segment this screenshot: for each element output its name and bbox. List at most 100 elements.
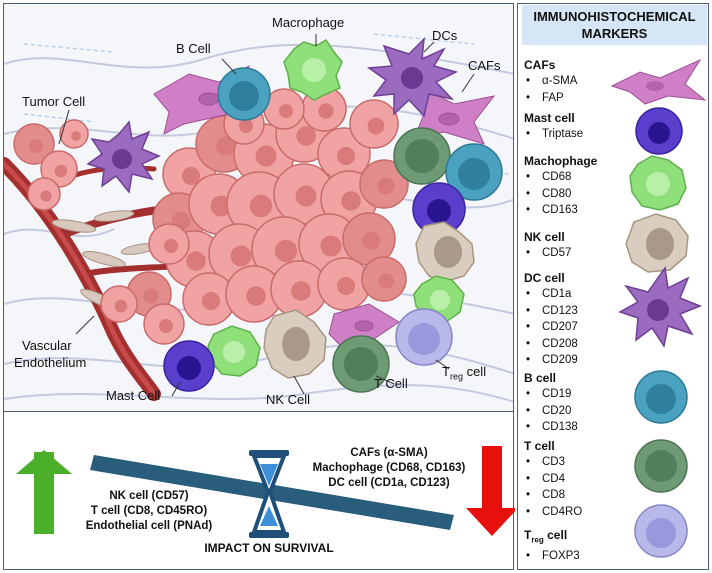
- markers-title: IMMUNOHISTOCHEMICAL MARKERS: [522, 5, 707, 45]
- marker-item: CD1a: [524, 286, 578, 303]
- leader-lines: [58, 34, 475, 397]
- markers-title-line2: MARKERS: [581, 26, 648, 41]
- label-treg-sub: reg: [449, 371, 463, 382]
- label-tumor-cell: Tumor Cell: [22, 94, 86, 109]
- marker-group-name: Treg cell: [524, 527, 580, 548]
- tumor-cell-nucleus: [246, 286, 266, 306]
- marker-item: CD68: [524, 169, 597, 186]
- marker-item: CD8: [524, 487, 582, 504]
- tumor-cell-nucleus: [114, 299, 128, 313]
- marker-group-name: Machophage: [524, 154, 598, 168]
- treg-suffix: cell: [543, 528, 568, 542]
- negative-factor-cafs: CAFs (α-SMA): [350, 447, 428, 459]
- tumor-mass: [13, 86, 409, 345]
- tumor-cell-nucleus: [296, 126, 316, 146]
- tumor-cell-nucleus: [216, 136, 236, 156]
- label-t-cell: T Cell: [374, 376, 408, 391]
- treg-cell: [395, 308, 453, 366]
- label-mast-cell: Mast Cell: [106, 388, 161, 403]
- negative-factor-macrophage: Machophage (CD68, CD163): [312, 462, 466, 474]
- t-cell-bottom: [332, 335, 390, 393]
- marker-group-name: B cell: [524, 371, 557, 385]
- positive-factor-nk: NK cell (CD57): [109, 490, 189, 502]
- marker-group-nk: NK cell CD57: [524, 229, 571, 262]
- b-cell-right: [445, 143, 503, 201]
- marker-item: CD19: [524, 386, 578, 403]
- dendritic-cell: [366, 36, 459, 118]
- tumor-cell-nucleus: [336, 146, 356, 166]
- b-cell: [217, 67, 271, 121]
- tumor-cell-nucleus: [230, 245, 252, 267]
- tumor-cell-nucleus: [29, 139, 43, 153]
- positive-factor-t: T cell (CD8, CD45RO): [90, 505, 208, 517]
- label-b-cell: B Cell: [176, 41, 211, 56]
- tumor-cell-nucleus: [201, 291, 221, 311]
- tumor-cell-nucleus: [361, 231, 381, 251]
- positive-factor-endothelial: Endothelial cell (PNAd): [85, 520, 213, 532]
- treg-sub: reg: [531, 535, 544, 545]
- marker-item: α-SMA: [524, 73, 577, 90]
- tumor-cell-nucleus: [295, 185, 317, 207]
- macrophage-cell: [283, 38, 343, 101]
- tumor-cell-nucleus: [186, 251, 206, 271]
- label-macrophage: Macrophage: [272, 15, 345, 30]
- label-treg-t: T: [442, 364, 450, 379]
- marker-group-name: DC cell: [524, 271, 565, 285]
- marker-item: CD138: [524, 419, 578, 436]
- label-cafs: CAFs: [468, 58, 501, 73]
- dendritic-cell-left: [86, 120, 161, 194]
- tumor-cell-nucleus: [378, 273, 394, 289]
- marker-item: CD20: [524, 403, 578, 420]
- positive-factors: NK cell (CD57) T cell (CD8, CD45RO) Endo…: [64, 489, 234, 534]
- tumor-cell-nucleus: [336, 276, 356, 296]
- marker-item: CD4RO: [524, 504, 582, 521]
- marker-group-treg: Treg cell FOXP3: [524, 527, 580, 565]
- down-arrow-icon: [466, 446, 515, 536]
- marker-item: CD209: [524, 352, 578, 369]
- t-cell-top: [393, 127, 451, 185]
- marker-item: CD123: [524, 303, 578, 320]
- tumor-cell-nucleus: [274, 239, 298, 263]
- marker-item: CD3: [524, 454, 582, 471]
- marker-group-name: T cell: [524, 439, 555, 453]
- marker-group-mast: Mast cell Triptase: [524, 110, 583, 143]
- marker-group-name: CAFs: [524, 58, 556, 72]
- marker-item: Triptase: [524, 126, 583, 143]
- marker-item: CD207: [524, 319, 578, 336]
- label-dcs: DCs: [432, 28, 458, 43]
- tumor-cell-nucleus: [159, 319, 173, 333]
- tumor-cell-nucleus: [255, 145, 277, 167]
- tumor-cell-nucleus: [291, 281, 311, 301]
- macrophage-bottom: [207, 325, 261, 377]
- up-arrow-icon: [16, 450, 72, 534]
- tumor-cell-nucleus: [181, 166, 201, 186]
- hourglass-icon: [249, 450, 289, 538]
- marker-item: CD163: [524, 202, 597, 219]
- markers-title-line1: IMMUNOHISTOCHEMICAL: [533, 9, 696, 24]
- tumor-cell-nucleus: [341, 191, 361, 211]
- label-nk-cell: NK Cell: [266, 392, 311, 407]
- tumor-cell-nucleus: [164, 239, 178, 253]
- treg-t: T: [524, 528, 532, 542]
- marker-item: FOXP3: [524, 548, 580, 565]
- marker-item: CD208: [524, 336, 578, 353]
- negative-factors: CAFs (α-SMA) Machophage (CD68, CD163) DC…: [299, 446, 479, 491]
- tumor-cell-nucleus: [279, 104, 293, 118]
- tumor-cell-nucleus: [249, 194, 273, 218]
- tumor-cell-nucleus: [239, 119, 253, 133]
- marker-group-dc: DC cell CD1a CD123 CD207 CD208 CD209: [524, 270, 578, 369]
- survival-caption: IMPACT ON SURVIVAL: [204, 541, 334, 555]
- tumor-cell-nucleus: [377, 177, 395, 195]
- marker-group-name: Mast cell: [524, 111, 575, 125]
- negative-factor-dc: DC cell (CD1a, CD123): [328, 477, 450, 489]
- marker-item: CD4: [524, 471, 582, 488]
- label-treg-cell: Treg cell: [442, 364, 486, 382]
- mast-cell-right: [412, 182, 466, 236]
- nk-cell-right: [415, 221, 475, 283]
- tumor-cell-nucleus: [210, 195, 232, 217]
- marker-item: CD57: [524, 245, 571, 262]
- label-treg-suffix: cell: [462, 364, 487, 379]
- tumor-cell-nucleus: [318, 103, 334, 119]
- tumor-cell-nucleus: [40, 190, 52, 202]
- tumor-cell-nucleus: [54, 164, 68, 178]
